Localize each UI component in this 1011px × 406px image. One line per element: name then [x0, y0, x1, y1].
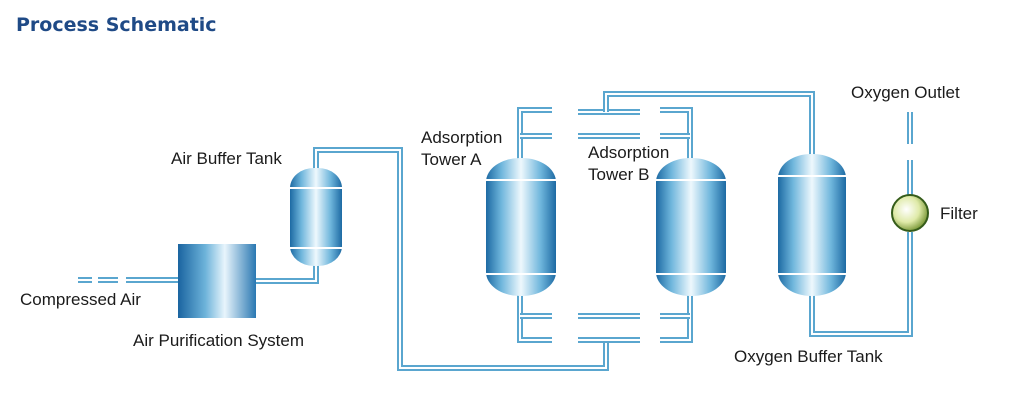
label-tower-a-line2: Tower A [421, 150, 482, 169]
pipe-network [78, 91, 913, 371]
adsorption-tower-b-vessel [656, 158, 726, 296]
oxygen-tank-to-filter-pipe [809, 232, 913, 337]
filter-element [891, 194, 929, 232]
oxygen-buffer-tank-vessel [778, 154, 846, 296]
top-manifold-pipes [517, 91, 815, 160]
label-compressed-air: Compressed Air [20, 290, 141, 309]
label-oxygen-outlet: Oxygen Outlet [851, 83, 960, 102]
bottom-manifold-pipes [517, 290, 693, 343]
purification-to-buffer-pipe [255, 262, 319, 284]
label-tower-a-line1: Adsorption [421, 128, 502, 147]
label-oxygen-buffer-tank: Oxygen Buffer Tank [734, 347, 883, 366]
page-title: Process Schematic [16, 14, 217, 36]
air-purification-system-unit [178, 244, 256, 318]
label-filter: Filter [940, 204, 978, 223]
label-tower-b-line1: Adsorption [588, 143, 669, 162]
label-air-buffer-tank: Air Buffer Tank [171, 149, 282, 168]
air-buffer-tank-vessel [290, 168, 342, 266]
buffer-to-towers-pipe [313, 147, 609, 371]
label-tower-b-line2: Tower B [588, 165, 649, 184]
label-air-purification-system: Air Purification System [133, 331, 304, 350]
adsorption-tower-a-vessel [486, 158, 556, 296]
